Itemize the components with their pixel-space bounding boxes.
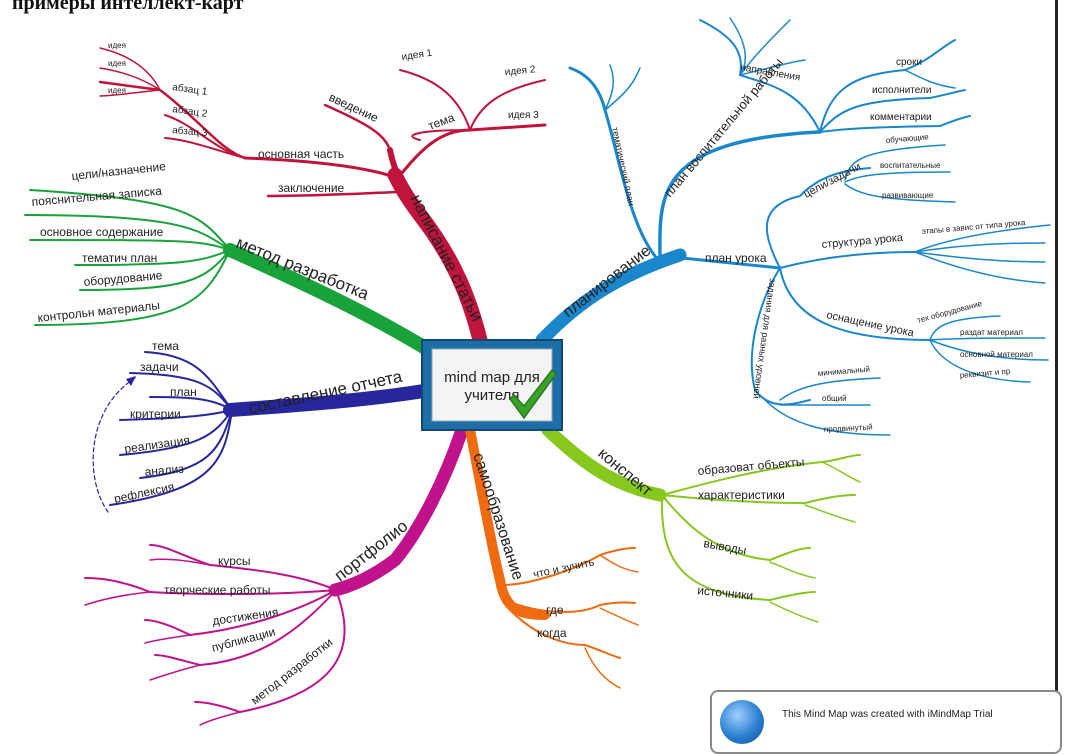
outline-item-3: выводы <box>702 536 747 557</box>
writing-idea-1: идея <box>108 41 126 50</box>
trial-notice: This Mind Map was created with iMindMap … <box>710 690 1062 754</box>
method-item-3: основное содержание <box>40 225 164 239</box>
checkmark-icon <box>509 368 557 420</box>
planning-lesson-plan: план урока <box>705 251 767 265</box>
trial-notice-text: This Mind Map was created with iMindMap … <box>782 709 993 720</box>
planning-structure: структура урока <box>821 232 904 251</box>
writing-paragraph-3: абзац 3 <box>172 124 209 139</box>
central-topic[interactable]: mind map для учителя <box>421 339 563 431</box>
writing-label: написание статьи <box>406 191 486 324</box>
planning-stages: этапы в завис от типа урока <box>921 218 1026 236</box>
report-item-3: план <box>170 385 197 399</box>
branch-report[interactable]: составление отчета тема задачи план крит… <box>92 339 437 513</box>
report-item-4: критерии <box>130 407 181 421</box>
report-item-6: анализ <box>144 462 185 479</box>
portfolio-item-2: творческие работы <box>164 583 270 597</box>
report-item-1: тема <box>152 339 179 353</box>
writing-topic-idea-3: идея 3 <box>508 110 539 121</box>
portfolio-item-4: публикации <box>210 625 277 655</box>
planning-label: планирование <box>560 242 654 321</box>
writing-topic-idea-1: идея 1 <box>401 48 433 63</box>
branch-outline[interactable]: конспект образоват объекты характеристик… <box>541 423 861 623</box>
writing-main: основная часть <box>258 147 344 161</box>
planning-equipment-item-3: основной материал <box>960 350 1033 359</box>
writing-paragraph-2: абзац 2 <box>172 103 209 120</box>
central-topic-line2: учителя <box>464 387 519 404</box>
method-item-4: тематич план <box>82 251 157 265</box>
page-border <box>1055 0 1058 729</box>
method-item-1: цели/назначение <box>71 159 167 183</box>
writing-paragraph-1: абзац 1 <box>172 81 209 98</box>
planning-goal-item-1: обучающие <box>885 132 929 145</box>
mind-map: написание статьи основная часть абзац 1 … <box>24 17 1051 726</box>
branch-portfolio[interactable]: портфолио курсы творческие работы достиж… <box>84 423 469 726</box>
planning-equipment-item-1: тех оборудование <box>916 299 983 325</box>
planning-level-item-1: минимальный <box>817 364 870 378</box>
outline-item-4: источники <box>697 583 754 603</box>
portfolio-item-1: курсы <box>218 554 251 568</box>
planning-level-item-2: общий <box>822 394 847 403</box>
branch-method[interactable]: метод разработка цели/назначение пояснит… <box>24 159 439 359</box>
planning-equipment: оснащение урока <box>825 309 915 339</box>
planning-edu-item-2: сроки <box>896 57 922 68</box>
planning-edu-item-3: исполнители <box>872 85 931 96</box>
writing-conclusion: заключение <box>278 181 345 195</box>
outline-item-1: образоват объекты <box>697 455 805 478</box>
planning-goal-item-3: развивающие <box>882 191 934 200</box>
writing-idea-3: идея <box>108 86 126 95</box>
report-item-7: рефлексия <box>113 480 176 506</box>
method-item-2: пояснительная записка <box>31 184 163 209</box>
imindmap-logo-icon <box>720 700 764 744</box>
central-topic-line1: mind map для <box>444 369 540 386</box>
planning-goal-item-2: воспитательные <box>880 161 941 170</box>
selfedu-item-1: что и зучить <box>532 556 595 581</box>
planning-levels: задания для разных уровней <box>751 278 778 400</box>
method-item-6: контрольн материалы <box>37 298 161 325</box>
report-item-5: реализация <box>123 433 190 456</box>
writing-idea-2: идея <box>108 59 126 68</box>
planning-equipment-item-2: раздат материал <box>960 328 1023 337</box>
planning-equipment-item-4: реквизит и пр <box>959 367 1011 380</box>
planning-thematic: тематический план <box>610 126 636 206</box>
planning-level-item-3: продвинутый <box>824 422 873 434</box>
planning-edu-item-4: комментарии <box>870 112 932 123</box>
report-item-2: задачи <box>140 360 179 374</box>
selfedu-item-2: где <box>546 603 564 617</box>
branch-planning[interactable]: планирование тематический план план восп… <box>535 17 1051 436</box>
outline-item-2: характеристики <box>698 488 785 502</box>
page-heading: примеры интеллект-карт <box>12 0 244 14</box>
method-item-5: оборудование <box>83 268 163 289</box>
selfedu-item-3: когда <box>537 626 567 640</box>
planning-goals: цели/задачи <box>802 161 863 201</box>
writing-topic-idea-2: идея 2 <box>504 64 536 78</box>
